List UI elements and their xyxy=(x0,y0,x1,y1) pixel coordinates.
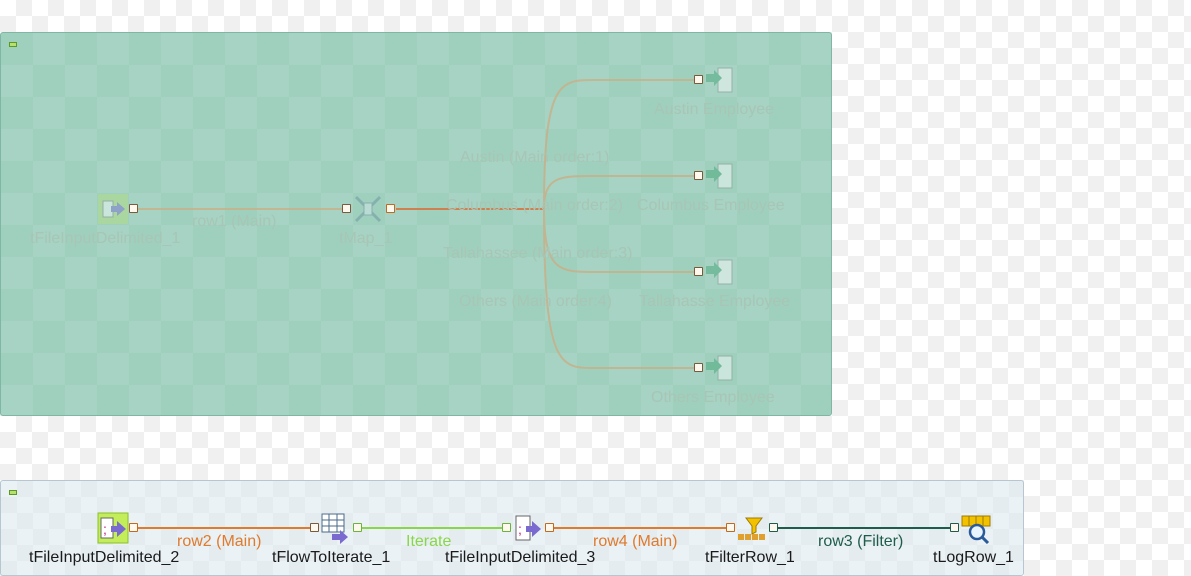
file-input-delimited-icon[interactable] xyxy=(97,193,129,225)
file-output-icon[interactable] xyxy=(704,352,736,384)
component-label: tFlowToIterate_1 xyxy=(272,549,391,566)
output-port[interactable] xyxy=(386,204,395,213)
file-output-icon[interactable] xyxy=(704,64,736,96)
link-label[interactable]: Others (Main order:4) xyxy=(459,293,612,310)
input-port[interactable] xyxy=(694,75,703,84)
component-label: tFilterRow_1 xyxy=(705,549,795,566)
component-label: Others Employee xyxy=(651,389,775,406)
file-output-icon[interactable] xyxy=(704,160,736,192)
component-label: Austin Employee xyxy=(654,101,775,118)
output-port[interactable] xyxy=(353,523,362,532)
output-port[interactable] xyxy=(769,523,778,532)
output-port[interactable] xyxy=(545,523,554,532)
link-label[interactable]: Tallahassee (Main order:3) xyxy=(443,245,633,262)
input-port[interactable] xyxy=(694,363,703,372)
component-label: Columbus Employee xyxy=(637,197,785,214)
file-output-icon[interactable] xyxy=(704,256,736,288)
tmap-icon[interactable] xyxy=(352,193,384,225)
input-port[interactable] xyxy=(726,523,735,532)
flow-to-iterate-icon[interactable] xyxy=(320,512,352,544)
file-input-delimited-icon[interactable]: ; xyxy=(512,512,544,544)
file-input-delimited-icon[interactable]: ; xyxy=(97,512,129,544)
filter-row-icon[interactable] xyxy=(736,512,768,544)
input-port[interactable] xyxy=(502,523,511,532)
output-port[interactable] xyxy=(129,523,138,532)
component-label: tFileInputDelimited_3 xyxy=(445,549,596,566)
collapse-subjob-2-button[interactable] xyxy=(9,490,17,495)
link-label[interactable]: Iterate xyxy=(406,533,452,550)
link-label[interactable]: row4 (Main) xyxy=(593,533,678,550)
component-label: tMap_1 xyxy=(339,230,393,247)
log-row-icon[interactable] xyxy=(960,512,992,545)
link-label[interactable]: row2 (Main) xyxy=(177,533,262,550)
link-label[interactable]: row3 (Filter) xyxy=(818,533,904,550)
input-port[interactable] xyxy=(950,523,959,532)
link-label[interactable]: Columbus (Main order:2) xyxy=(446,197,623,214)
component-label: Tallahasse Employee xyxy=(639,293,791,310)
component-label: tFileInputDelimited_2 xyxy=(29,549,180,566)
input-port[interactable] xyxy=(694,267,703,276)
svg-text:;: ; xyxy=(518,521,522,537)
output-port[interactable] xyxy=(129,204,138,213)
collapse-subjob-1-button[interactable] xyxy=(9,42,17,47)
component-label: tLogRow_1 xyxy=(933,549,1014,566)
svg-text:;: ; xyxy=(103,521,107,537)
link-label[interactable]: Austin (Main order:1) xyxy=(460,149,610,166)
input-port[interactable] xyxy=(694,171,703,180)
input-port[interactable] xyxy=(310,523,319,532)
input-port[interactable] xyxy=(342,204,351,213)
link-label[interactable]: row1 (Main) xyxy=(192,213,277,230)
component-label: tFileInputDelimited_1 xyxy=(30,230,181,247)
